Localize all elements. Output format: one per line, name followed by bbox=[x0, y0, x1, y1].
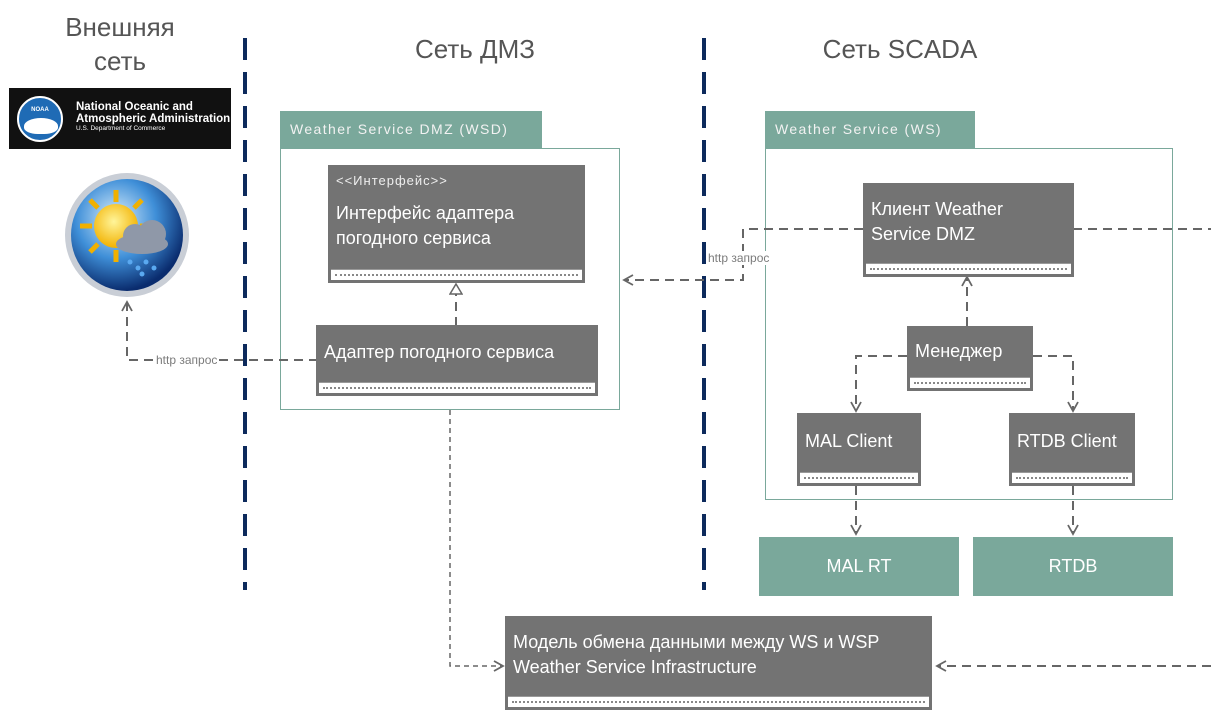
edge-label-http-left: http запрос bbox=[154, 353, 220, 367]
edge-manager-to-rtdb-client bbox=[1033, 355, 1079, 413]
mal-client-name: MAL Client bbox=[805, 431, 893, 451]
mal-client-operations bbox=[800, 472, 918, 483]
edge-wsd-to-model bbox=[449, 410, 505, 672]
interface-operations bbox=[331, 269, 582, 280]
edge-client-to-interface bbox=[622, 228, 863, 286]
adapter-class: Адаптер погодного сервиса bbox=[316, 325, 598, 396]
noaa-name: National Oceanic and Atmospheric Adminis… bbox=[76, 101, 230, 125]
zone-title-dmz: Сеть ДМЗ bbox=[414, 34, 536, 64]
client-operations bbox=[866, 263, 1071, 274]
rtdb-client-class: RTDB Client bbox=[1009, 413, 1135, 486]
datastore-mal-rt: MAL RT bbox=[759, 537, 959, 596]
model-operations bbox=[508, 696, 929, 707]
adapter-name: Адаптер погодного сервиса bbox=[324, 342, 555, 362]
noaa-logo-text: NOAA bbox=[31, 107, 49, 113]
adapter-operations bbox=[319, 382, 595, 393]
package-wsd bbox=[280, 148, 620, 410]
mal-client-class: MAL Client bbox=[797, 413, 921, 486]
sun-cloud-rain-icon bbox=[65, 173, 189, 297]
model-class: Модель обмена данными между WS и WSP Wea… bbox=[505, 616, 932, 710]
datastore-rtdb: RTDB bbox=[973, 537, 1173, 596]
package-ws bbox=[765, 148, 1173, 500]
rtdb-client-operations bbox=[1012, 472, 1132, 483]
noaa-name-line1: National Oceanic and bbox=[76, 101, 193, 113]
noaa-banner: NOAA National Oceanic and Atmospheric Ad… bbox=[9, 88, 231, 149]
edge-label-http-right: http запрос bbox=[706, 251, 772, 265]
edge-manager-to-mal-client bbox=[850, 355, 907, 413]
noaa-logo: NOAA bbox=[17, 96, 63, 142]
noaa-name-line2: Atmospheric Administration bbox=[76, 113, 231, 125]
zone-title-external: Внешняя сеть bbox=[65, 12, 175, 76]
interface-name: Интерфейс адаптера погодного сервиса bbox=[336, 203, 515, 248]
manager-operations bbox=[910, 377, 1030, 388]
model-name: Модель обмена данными между WS и WSP Wea… bbox=[513, 632, 880, 677]
interface-stereotype: <<Интерфейс>> bbox=[336, 173, 448, 188]
package-tab-wsd: Weather Service DMZ (WSD) bbox=[280, 111, 542, 148]
client-name: Клиент Weather Service DMZ bbox=[871, 199, 1003, 244]
manager-name: Менеджер bbox=[915, 341, 1003, 361]
interface-class: <<Интерфейс>> Интерфейс адаптера погодно… bbox=[328, 165, 585, 283]
zone-title-scada: Сеть SCADA bbox=[822, 34, 978, 64]
manager-class: Менеджер bbox=[907, 326, 1033, 391]
client-class: Клиент Weather Service DMZ bbox=[863, 183, 1074, 277]
noaa-dept: U.S. Department of Commerce bbox=[76, 125, 166, 132]
package-tab-ws: Weather Service (WS) bbox=[765, 111, 975, 148]
edge-adapter-to-external bbox=[121, 300, 318, 361]
rtdb-client-name: RTDB Client bbox=[1017, 431, 1117, 451]
